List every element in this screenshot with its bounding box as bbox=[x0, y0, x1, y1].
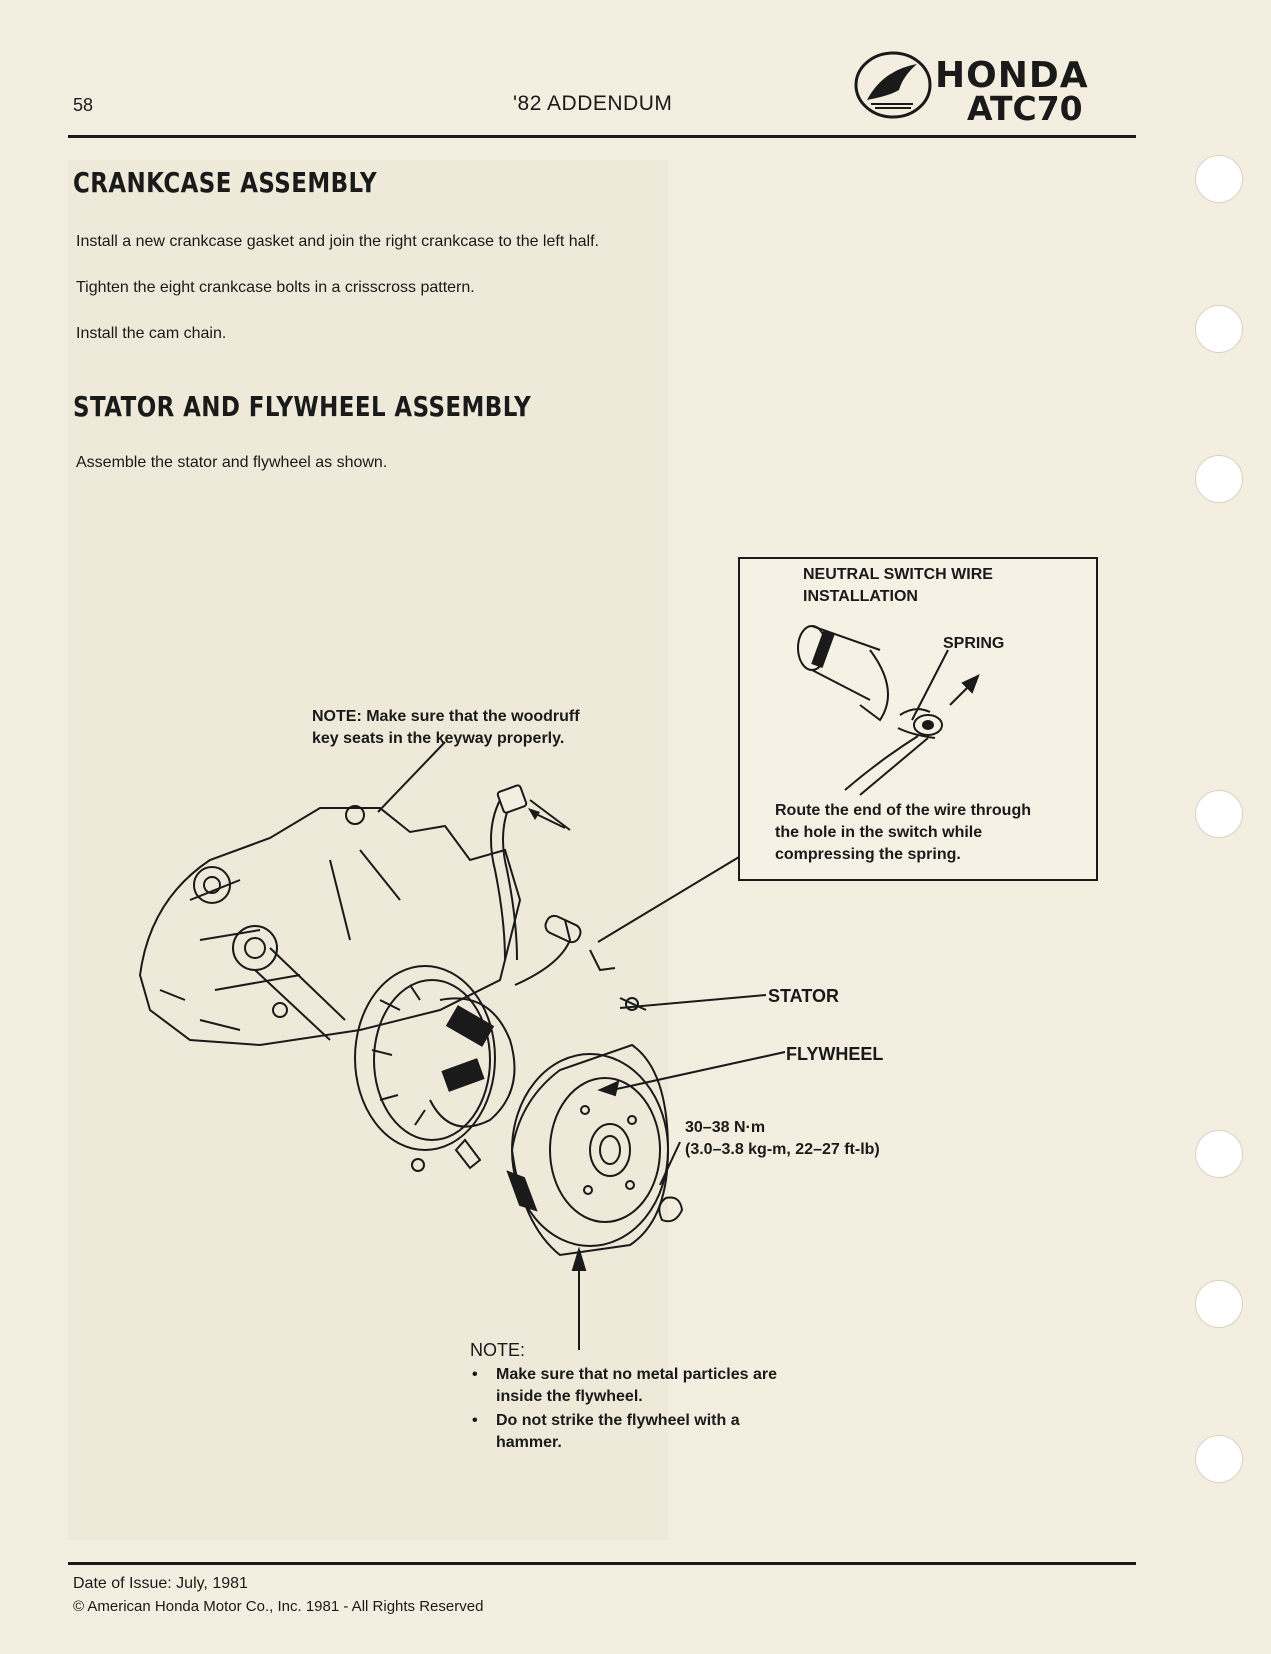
model-name: ATC70 bbox=[967, 89, 1083, 128]
inset-title-line-2: INSTALLATION bbox=[803, 588, 918, 605]
torque-spec-line-2: (3.0–3.8 kg-m, 22–27 ft-lb) bbox=[685, 1141, 880, 1158]
woodruff-note-line-1: NOTE: Make sure that the woodruff bbox=[312, 708, 580, 725]
copyright-notice: © American Honda Motor Co., Inc. 1981 - … bbox=[73, 1598, 484, 1615]
inset-caption-line-1: Route the end of the wire through bbox=[775, 802, 1031, 819]
binder-hole bbox=[1195, 155, 1243, 203]
stator-step-1: Assemble the stator and flywheel as show… bbox=[76, 454, 388, 471]
binder-hole bbox=[1195, 305, 1243, 353]
woodruff-note-line-2: key seats in the keyway properly. bbox=[312, 730, 565, 747]
inset-caption-line-2: the hole in the switch while bbox=[775, 824, 983, 841]
section-title-crankcase: CRANKCASE ASSEMBLY bbox=[73, 166, 378, 199]
neutral-switch-illustration bbox=[797, 625, 976, 796]
binder-hole bbox=[1195, 1130, 1243, 1178]
flywheel-note-list: Make sure that no metal particles are in… bbox=[468, 1364, 796, 1456]
binder-hole bbox=[1195, 455, 1243, 503]
crankcase-step-2: Tighten the eight crankcase bolts in a c… bbox=[76, 279, 475, 296]
crankcase-step-1: Install a new crankcase gasket and join … bbox=[76, 233, 599, 250]
brand-name: HONDA bbox=[935, 55, 1089, 96]
flywheel-label: FLYWHEEL bbox=[786, 1044, 884, 1064]
flywheel-note-item: Make sure that no metal particles are in… bbox=[468, 1364, 796, 1408]
flywheel-note-heading: NOTE: bbox=[470, 1340, 526, 1360]
binder-hole bbox=[1195, 1435, 1243, 1483]
torque-spec-line-1: 30–38 N·m bbox=[685, 1119, 766, 1136]
issue-date: Date of Issue: July, 1981 bbox=[73, 1575, 248, 1592]
stator-label: STATOR bbox=[768, 986, 839, 1006]
page-number: 58 bbox=[73, 95, 94, 115]
honda-wing-logo-icon bbox=[854, 51, 932, 119]
background-shade bbox=[68, 160, 668, 1540]
inset-caption-line-3: compressing the spring. bbox=[775, 846, 961, 863]
spring-label: SPRING bbox=[943, 635, 1005, 652]
crankcase-step-3: Install the cam chain. bbox=[76, 325, 227, 342]
header-title: '82 ADDENDUM bbox=[513, 92, 673, 115]
section-title-stator-flywheel: STATOR AND FLYWHEEL ASSEMBLY bbox=[73, 390, 532, 423]
binder-hole bbox=[1195, 1280, 1243, 1328]
flywheel-note-item: Do not strike the flywheel with a hammer… bbox=[468, 1410, 796, 1454]
footer-rule bbox=[68, 1562, 1136, 1565]
inset-title-line-1: NEUTRAL SWITCH WIRE bbox=[803, 566, 993, 583]
header-rule bbox=[68, 135, 1136, 138]
binder-hole bbox=[1195, 790, 1243, 838]
